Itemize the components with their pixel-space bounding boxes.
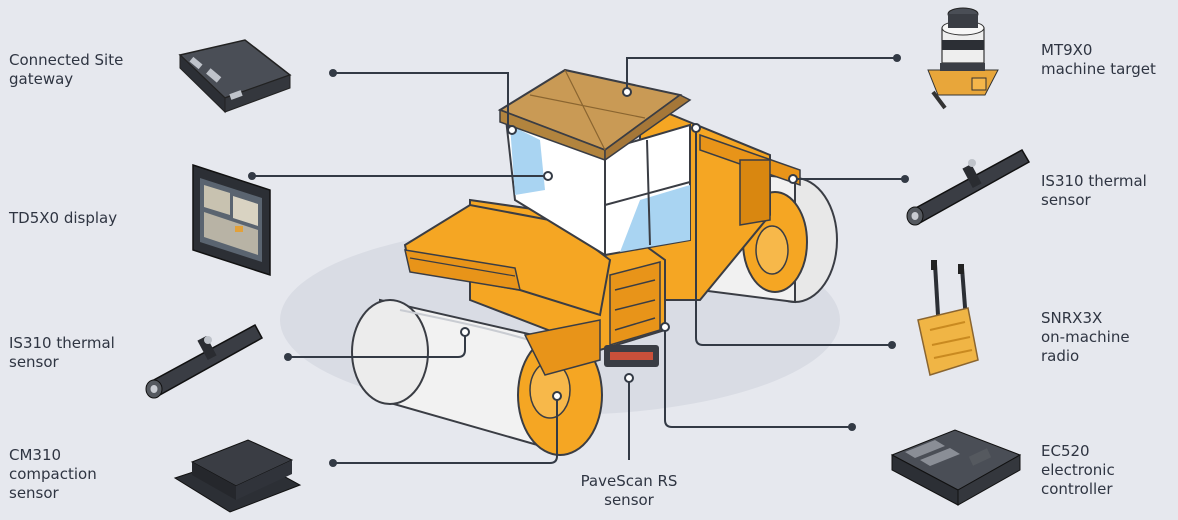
label-display: TD5X0 display: [9, 209, 117, 228]
controller-icon: [892, 430, 1020, 505]
callout-target: [627, 58, 897, 92]
thermal-sensor-icon: [146, 325, 262, 398]
label-compaction-line1: CM310: [9, 446, 97, 465]
label-pavescan-line2: sensor: [574, 491, 684, 510]
label-radio: SNRX3X on-machine radio: [1041, 309, 1130, 366]
label-thermal-left-line2: sensor: [9, 353, 115, 372]
thermal-sensor-right-icon: [907, 150, 1029, 225]
label-target: MT9X0 machine target: [1041, 41, 1156, 79]
label-radio-line3: radio: [1041, 347, 1130, 366]
label-compaction: CM310 compaction sensor: [9, 446, 97, 503]
compaction-sensor-icon: [175, 440, 300, 512]
radio-icon: [918, 260, 978, 375]
label-thermal-right-line2: sensor: [1041, 191, 1147, 210]
label-display-line1: TD5X0 display: [9, 209, 117, 228]
label-controller: EC520 electronic controller: [1041, 442, 1115, 499]
label-radio-line1: SNRX3X: [1041, 309, 1130, 328]
label-controller-line1: EC520: [1041, 442, 1115, 461]
label-target-line2: machine target: [1041, 60, 1156, 79]
callout-gateway: [333, 73, 508, 130]
label-target-line1: MT9X0: [1041, 41, 1156, 60]
label-gateway-line1: Connected Site: [9, 51, 123, 70]
label-thermal-right: IS310 thermal sensor: [1041, 172, 1147, 210]
label-radio-line2: on-machine: [1041, 328, 1130, 347]
label-compaction-line3: sensor: [9, 484, 97, 503]
label-pavescan-line1: PaveScan RS: [574, 472, 684, 491]
machine-target-icon: [928, 8, 998, 108]
label-controller-line3: controller: [1041, 480, 1115, 499]
display-tablet-icon: [193, 165, 270, 275]
label-gateway-line2: gateway: [9, 70, 123, 89]
gateway-device-icon: [180, 40, 290, 112]
label-pavescan: PaveScan RS sensor: [574, 472, 684, 510]
label-thermal-left: IS310 thermal sensor: [9, 334, 115, 372]
label-gateway: Connected Site gateway: [9, 51, 123, 89]
label-thermal-left-line1: IS310 thermal: [9, 334, 115, 353]
label-compaction-line2: compaction: [9, 465, 97, 484]
label-thermal-right-line1: IS310 thermal: [1041, 172, 1147, 191]
label-controller-line2: electronic: [1041, 461, 1115, 480]
